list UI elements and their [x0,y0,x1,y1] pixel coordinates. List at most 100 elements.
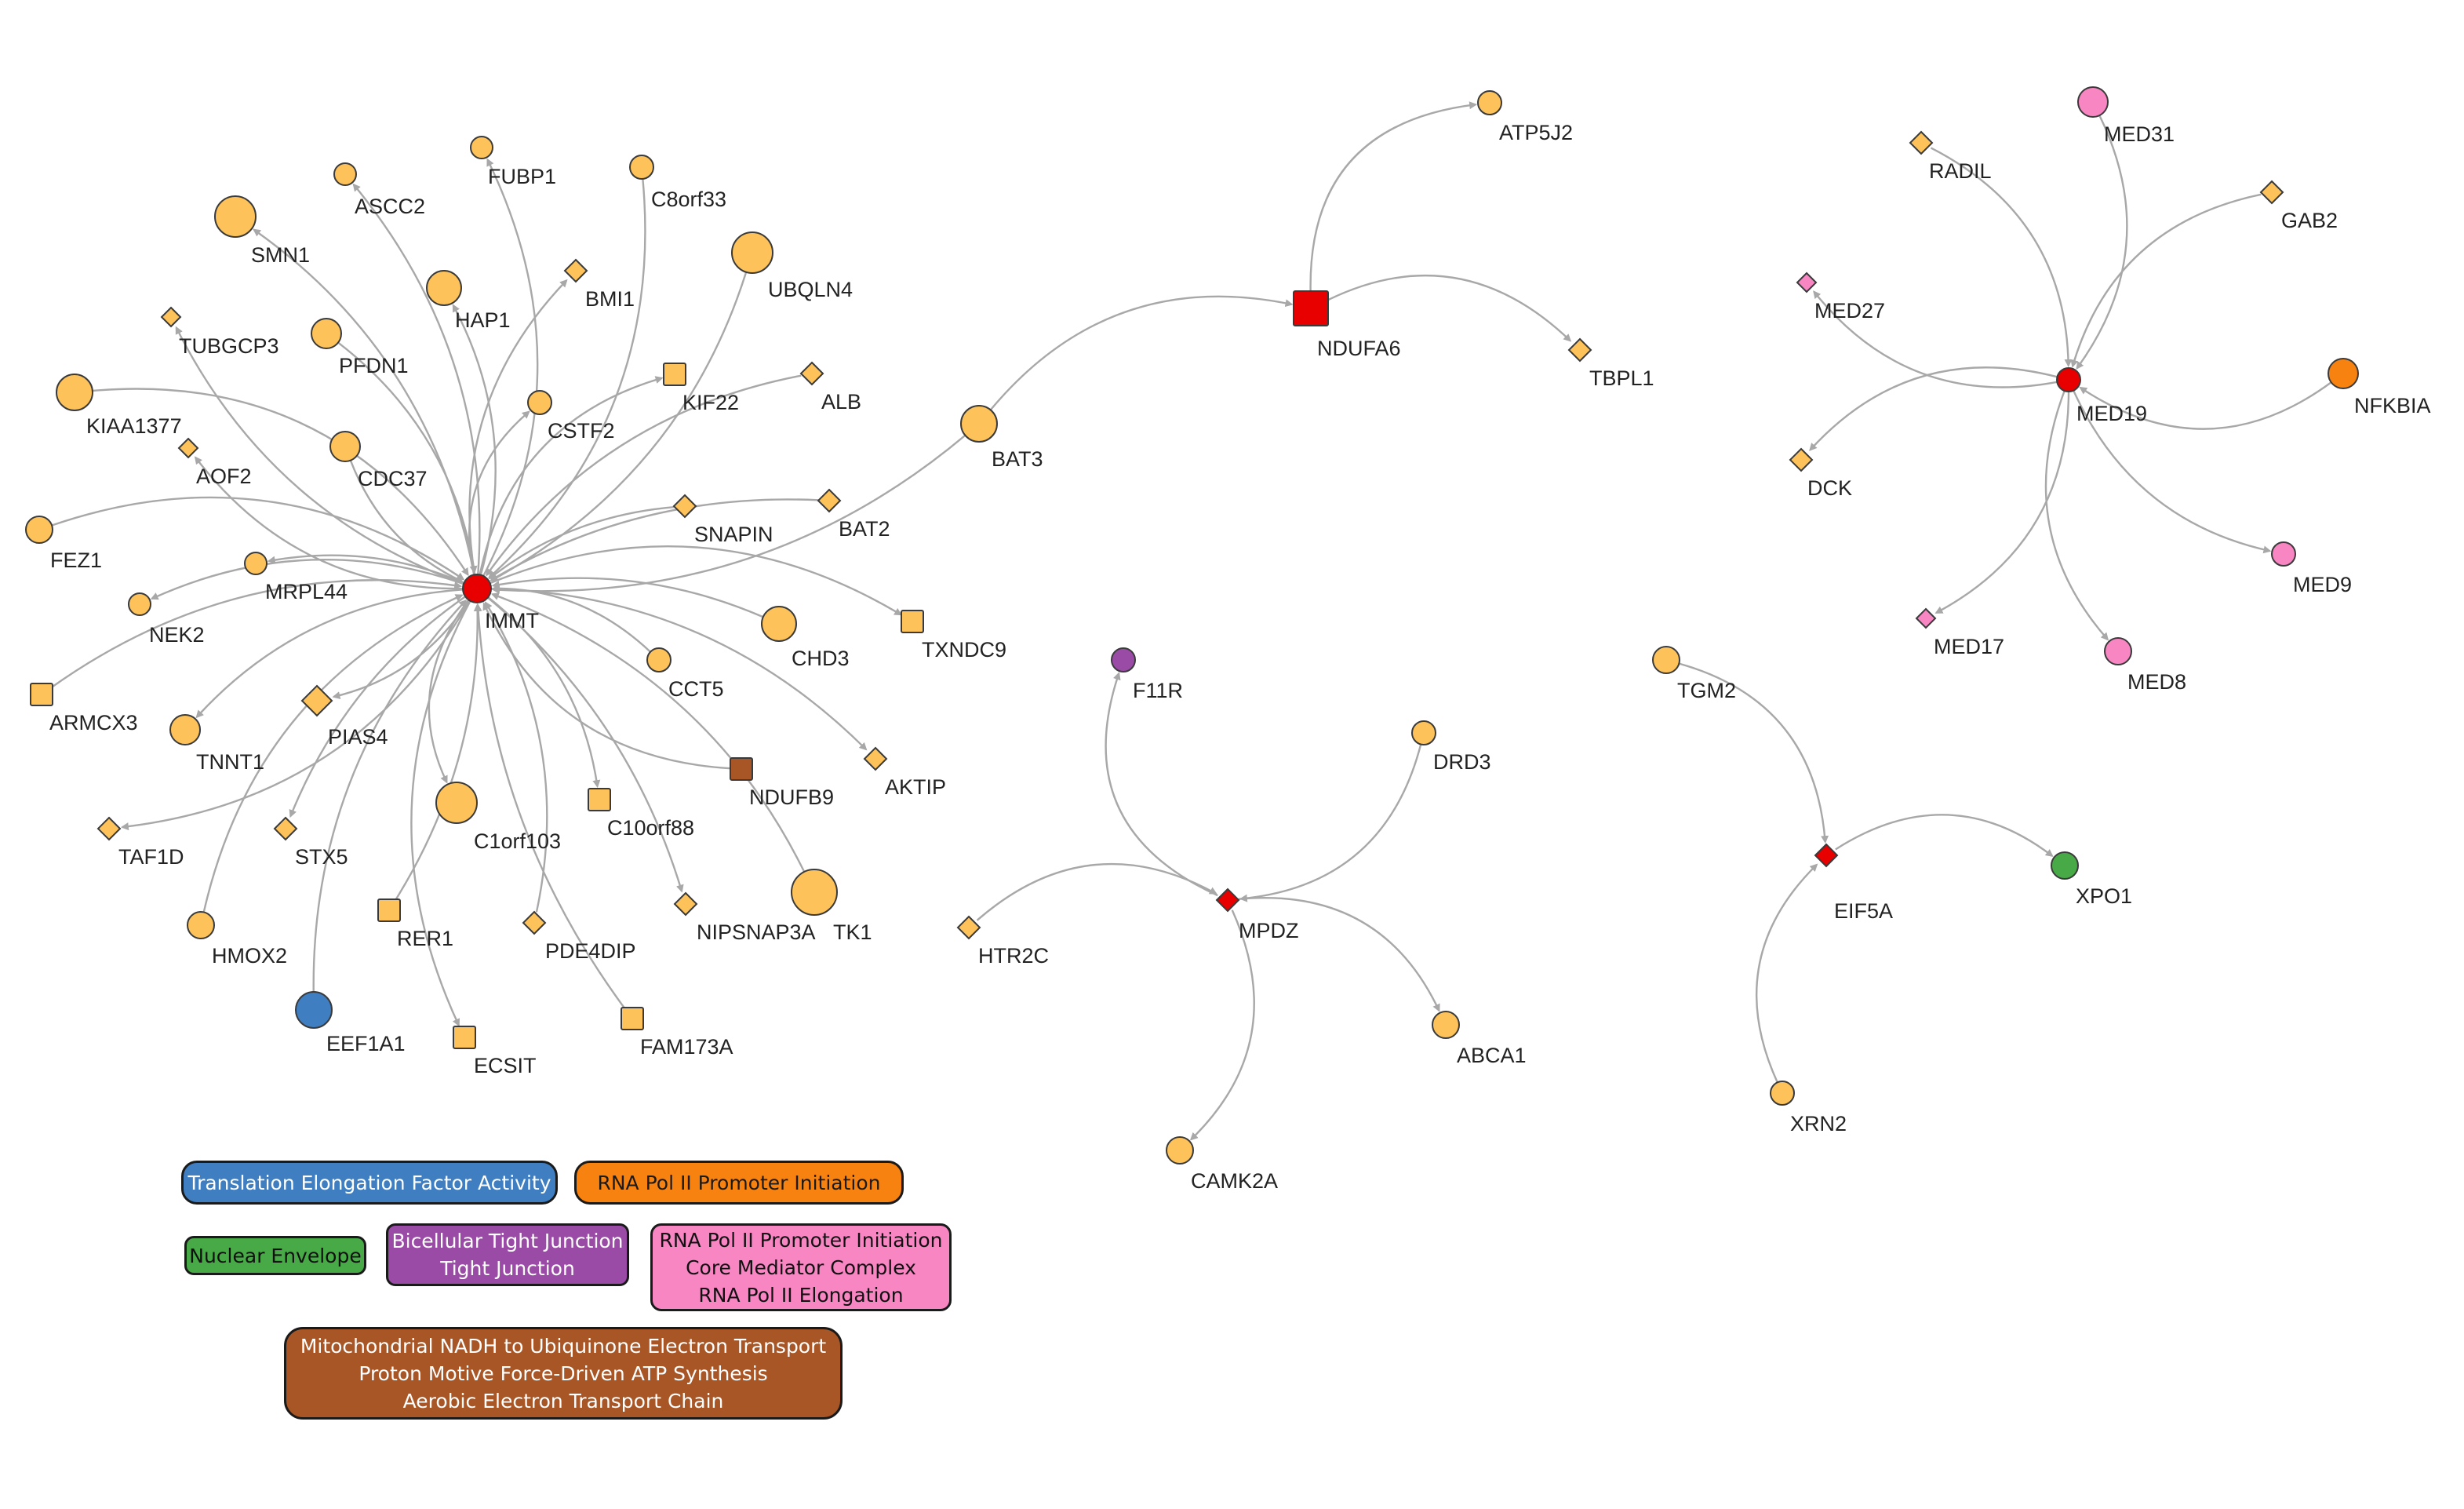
node-aof2[interactable] [177,437,199,459]
node-cct5[interactable] [646,647,672,672]
edge-radil-med19 [1930,147,2073,368]
node-hmox2[interactable] [187,911,215,939]
node-ascc2[interactable] [333,162,357,186]
node-gab2[interactable] [2259,180,2284,205]
node-hap1[interactable] [426,270,462,306]
node-nfkbia[interactable] [2328,358,2359,389]
node-mrpl44[interactable] [244,552,268,575]
node-stx5[interactable] [273,816,298,841]
node-fubp1[interactable] [470,136,493,159]
node-bat3[interactable] [960,405,998,443]
label-rer1: RER1 [397,927,453,950]
node-eif5a[interactable] [1814,843,1839,868]
label-aof2: AOF2 [196,465,252,488]
node-pde4dip[interactable] [522,910,547,935]
node-abca1[interactable] [1432,1011,1460,1039]
label-nipsnap3a: NIPSNAP3A [697,920,816,944]
node-c10orf88[interactable] [588,788,611,811]
node-ndufb9[interactable] [730,757,753,781]
node-eef1a1[interactable] [295,991,333,1029]
node-aktip[interactable] [863,746,888,771]
node-ecsit[interactable] [453,1026,476,1049]
edge-immt-kif22 [479,376,664,575]
node-rer1[interactable] [377,898,401,922]
legend-mediator-label-2: Core Mediator Complex [686,1256,916,1279]
node-ndufa6[interactable] [1293,290,1329,326]
node-med31[interactable] [2077,86,2109,118]
edge-tk1-immt [490,592,806,873]
legend-mito-label-1: Mitochondrial NADH to Ubiquinone Electro… [300,1334,827,1358]
label-pfdn1: PFDN1 [339,354,409,377]
node-smn1[interactable] [214,195,257,238]
edge-immt-cstf2 [468,410,530,575]
edge-immt-nipsnap3a [487,596,684,893]
node-cdc37[interactable] [329,431,361,462]
node-tubgcp3[interactable] [160,306,182,328]
node-nipsnap3a[interactable] [673,891,698,917]
label-bat2: BAT2 [839,517,890,541]
node-nek2[interactable] [128,592,151,616]
label-stx5: STX5 [295,845,348,869]
node-med19[interactable] [2056,367,2081,392]
label-htr2c: HTR2C [978,944,1049,968]
node-txndc9[interactable] [901,610,924,633]
node-fam173a[interactable] [621,1007,644,1030]
edge-med31-med19 [2076,115,2128,370]
edge-immt-taf1d [120,600,471,831]
node-tgm2[interactable] [1652,646,1680,674]
label-atp5j2: ATP5J2 [1499,121,1573,144]
label-fubp1: FUBP1 [488,165,556,188]
node-ubqln4[interactable] [731,231,773,274]
node-immt[interactable] [462,574,492,603]
node-med9[interactable] [2271,541,2296,567]
node-mpdz[interactable] [1215,888,1240,913]
label-pde4dip: PDE4DIP [545,939,636,963]
edge-snapin-immt [488,506,675,580]
label-nfkbia: NFKBIA [2354,394,2431,417]
node-htr2c[interactable] [956,915,981,940]
edge-kiaa1377-immt [92,388,469,577]
node-cstf2[interactable] [527,390,552,415]
label-armcx3: ARMCX3 [49,711,138,734]
edge-pde4dip-immt [484,601,548,913]
node-c1orf103[interactable] [435,782,478,824]
node-c8orf33[interactable] [629,155,654,180]
node-xrn2[interactable] [1770,1081,1795,1106]
label-mpdz: MPDZ [1239,919,1299,942]
node-med27[interactable] [1796,272,1818,293]
node-taf1d[interactable] [96,816,122,841]
label-ascc2: ASCC2 [355,195,425,218]
node-dck[interactable] [1789,447,1814,472]
node-snapin[interactable] [672,494,697,519]
node-armcx3[interactable] [30,683,53,706]
node-kiaa1377[interactable] [56,374,93,411]
node-kif22[interactable] [663,363,686,386]
node-bat2[interactable] [817,488,842,513]
node-drd3[interactable] [1411,720,1436,745]
label-cdc37: CDC37 [358,467,428,490]
node-f11r[interactable] [1111,647,1136,672]
node-radil[interactable] [1909,130,1934,155]
node-xpo1[interactable] [2051,851,2079,880]
edge-immt-c1orf103 [428,599,470,784]
edge-rer1-immt [394,603,482,902]
node-pfdn1[interactable] [311,318,342,349]
node-atp5j2[interactable] [1477,90,1502,115]
label-cct5: CCT5 [668,677,724,701]
node-med8[interactable] [2104,637,2132,665]
node-fez1[interactable] [25,516,53,544]
node-chd3[interactable] [761,606,797,642]
node-tbpl1[interactable] [1567,337,1592,363]
node-bmi1[interactable] [563,258,588,283]
edge-c8orf33-immt [488,178,646,579]
edge-chd3-immt [491,577,764,618]
node-alb[interactable] [799,361,824,386]
node-pias4[interactable] [300,684,333,717]
node-med17[interactable] [1915,607,1937,629]
node-tk1[interactable] [791,869,838,916]
label-ubqln4: UBQLN4 [768,278,853,301]
node-tnnt1[interactable] [169,714,201,745]
label-txndc9: TXNDC9 [922,638,1006,662]
node-camk2a[interactable] [1166,1136,1194,1165]
edge-immt-nek2 [150,559,464,600]
